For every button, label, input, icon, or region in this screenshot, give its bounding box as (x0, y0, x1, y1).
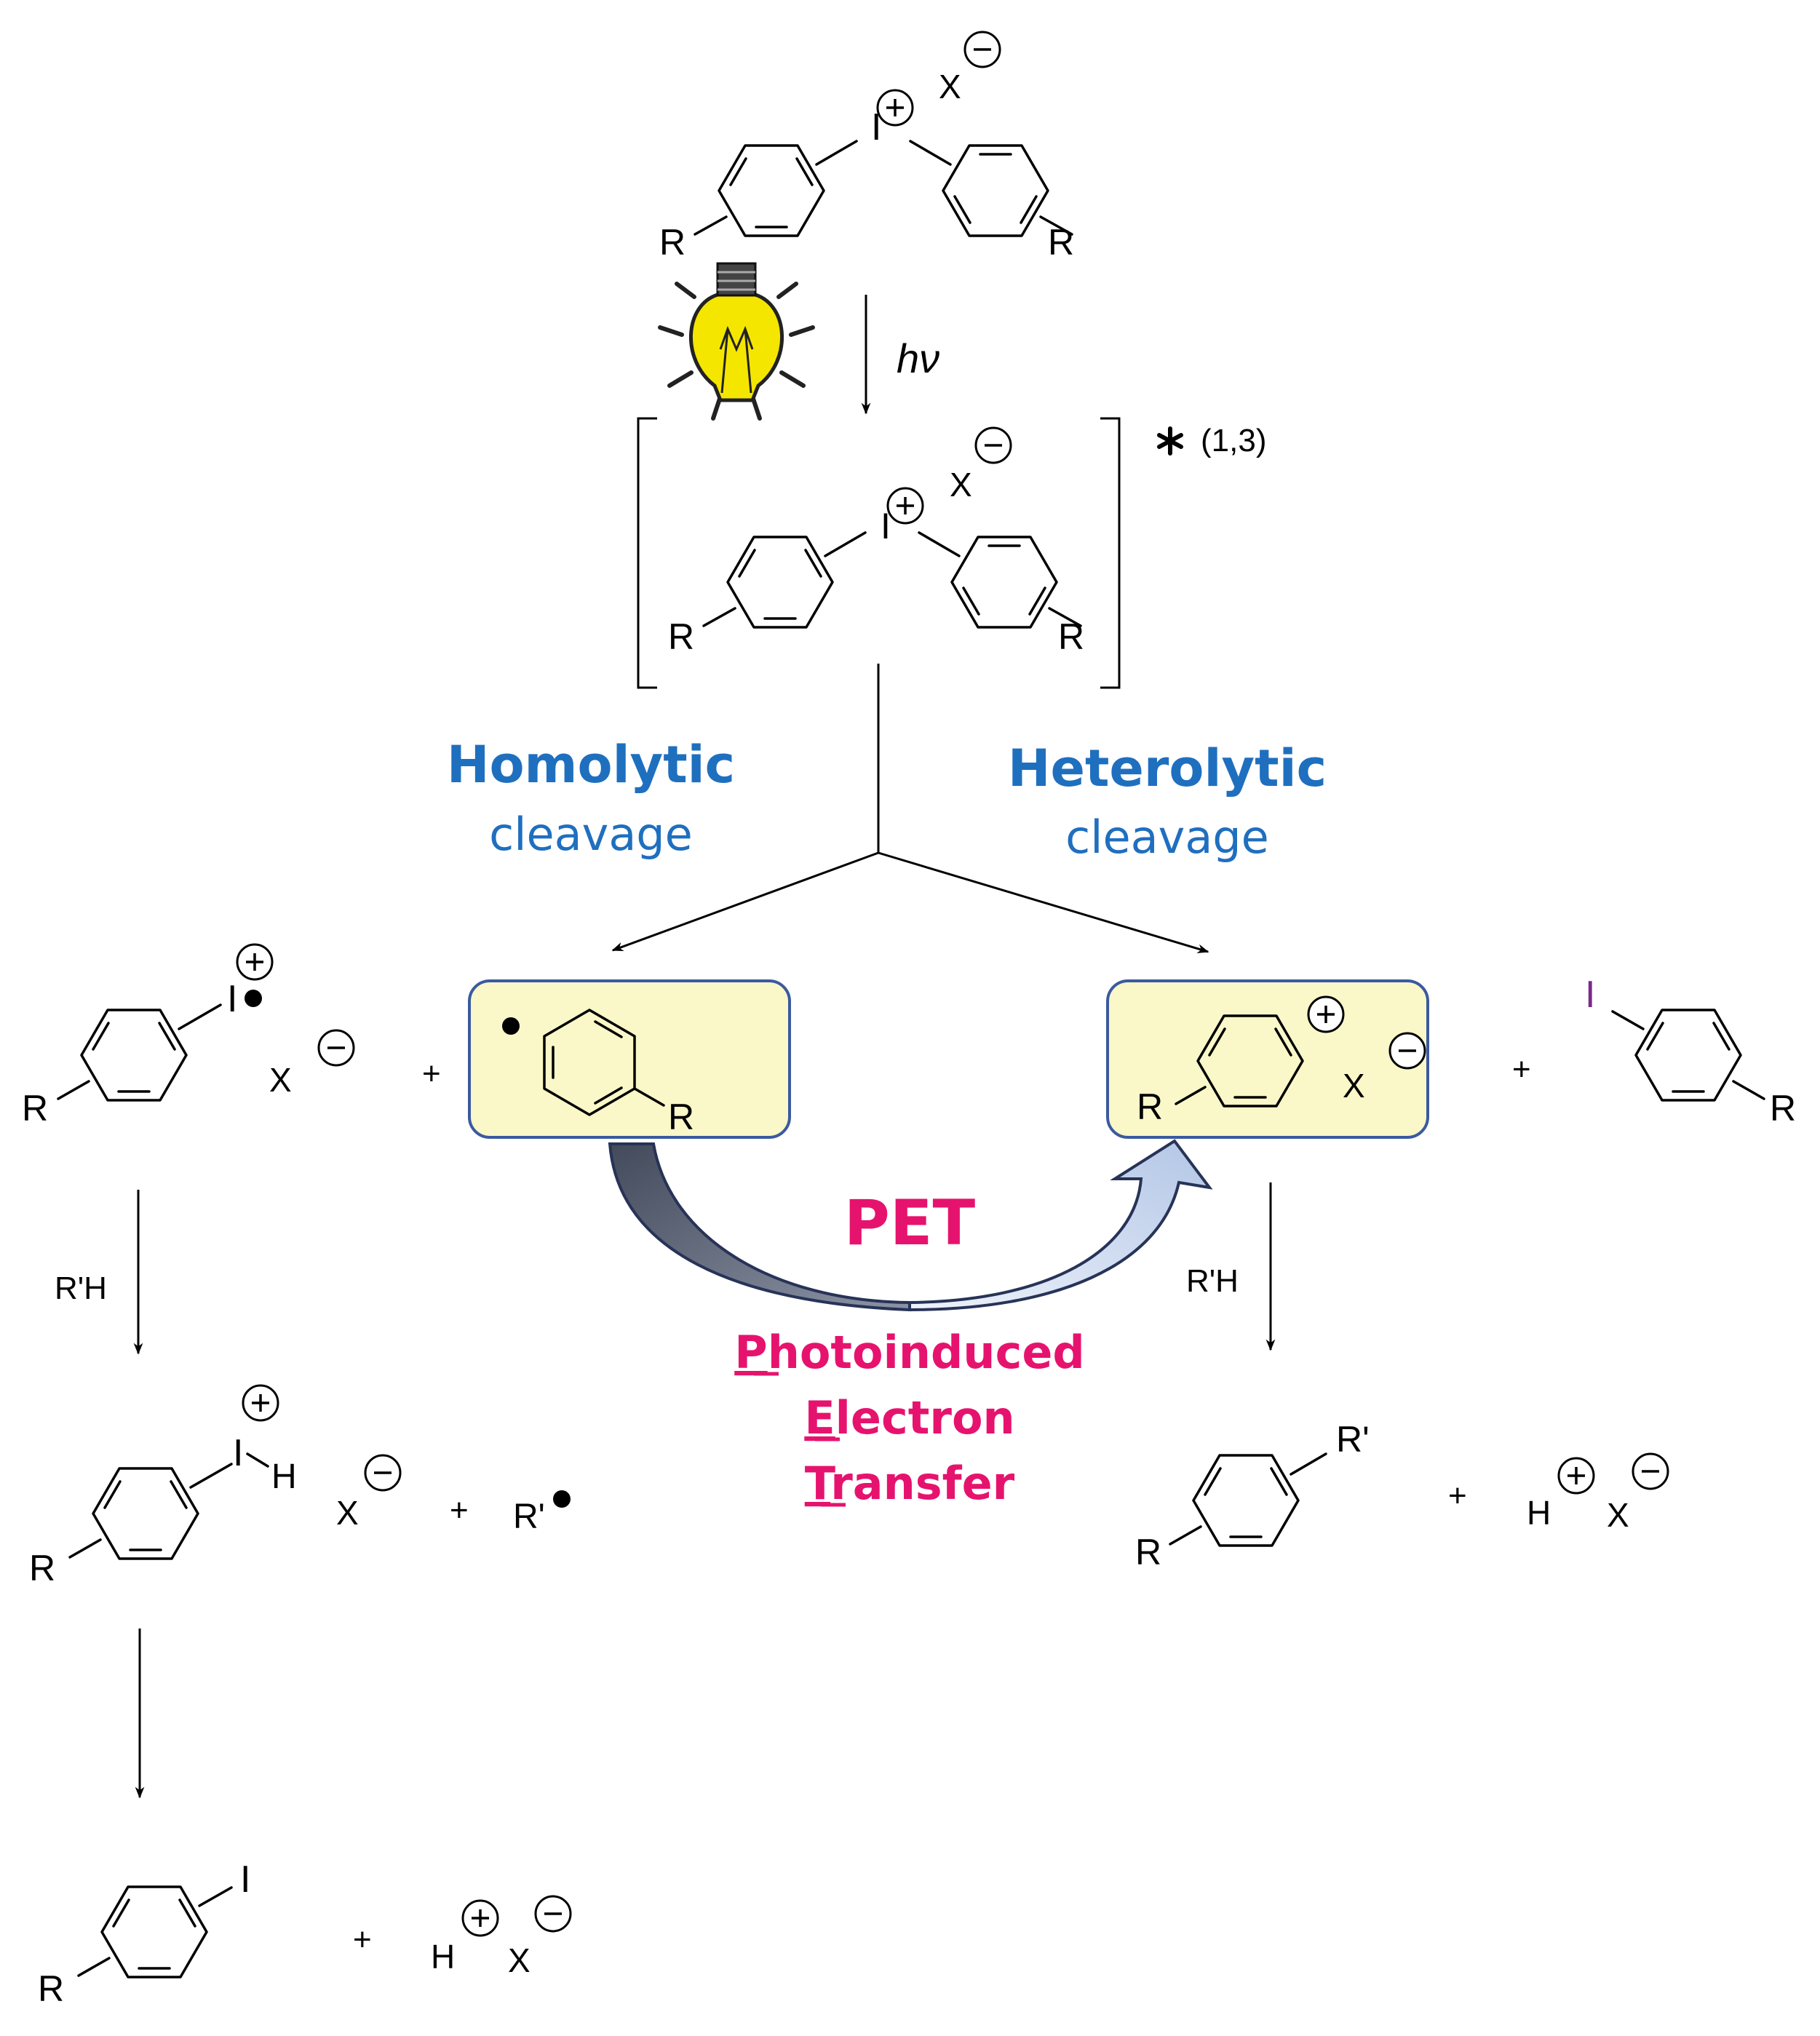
positive-charge-icon (461, 1899, 499, 1937)
radical-dot-icon (553, 1490, 571, 1508)
excited-state: I X R R (1,3) (637, 417, 1266, 689)
iodine-label: I (1585, 974, 1595, 1016)
light-bulb-icon (658, 262, 815, 421)
substituent-label: R (668, 1097, 694, 1137)
plus-sign: + (353, 1922, 372, 1957)
iodoarene: I R (1585, 974, 1796, 1129)
aryliodonium-hydride: I H X R (29, 1384, 402, 1588)
negative-charge-icon (317, 1029, 355, 1067)
substituent-label: R (29, 1548, 55, 1588)
negative-charge-icon (364, 1454, 402, 1492)
counterion-label: X (950, 466, 972, 504)
substituent-label: R (1770, 1088, 1796, 1129)
r-prime-label: R' (1336, 1419, 1370, 1460)
positive-charge-icon (236, 943, 274, 981)
reagent-label: R'H (1186, 1263, 1239, 1299)
pet-word-rest: hotoinduced (768, 1326, 1085, 1379)
counterion-label: X (1343, 1067, 1365, 1105)
substituent-label: R (38, 1968, 64, 2009)
iodine-label: I (233, 1432, 243, 1474)
pet-initial-p: P (734, 1326, 767, 1379)
hv-label: hν (897, 335, 939, 381)
positive-charge-icon (886, 487, 924, 525)
negative-charge-icon (534, 1895, 572, 1933)
positive-charge-icon (242, 1384, 279, 1422)
proton-label: H (431, 1938, 455, 1976)
counterion-label: X (1607, 1496, 1629, 1534)
pet-word-rest: ransfer (830, 1457, 1014, 1510)
acid-hx: H X (1527, 1452, 1669, 1534)
substituent-label: R (1137, 1086, 1163, 1127)
heterolytic-subtitle: cleavage (1065, 811, 1269, 864)
positive-charge-icon (876, 89, 914, 127)
svg-text:Electron: Electron (804, 1391, 1014, 1444)
counterion-label: X (508, 1941, 530, 1979)
diaryliodonium-salt: I X R R (659, 31, 1074, 263)
substituent-label: R (22, 1088, 48, 1129)
counterion-label: X (939, 68, 961, 106)
pet-initial-e: E (804, 1391, 835, 1444)
heterolytic-arrow (878, 851, 1209, 953)
substituted-arene-product: R' R (1135, 1419, 1370, 1572)
iodine-label: I (881, 506, 891, 546)
aryliodine-radical-cation: I X R (22, 943, 355, 1129)
plus-sign: + (1448, 1478, 1467, 1514)
homolytic-arrow (611, 851, 879, 952)
substituent-label: R (1048, 222, 1074, 263)
spin-multiplicity-label: (1,3) (1201, 423, 1266, 458)
proton-label: H (1527, 1494, 1551, 1532)
plus-sign: + (450, 1492, 469, 1528)
svg-text:Transfer: Transfer (805, 1457, 1015, 1510)
pet-initial-t: T (805, 1457, 835, 1510)
left-bracket (637, 417, 657, 689)
iodine-label: I (227, 978, 237, 1020)
aryl-cation-box: R X (1106, 979, 1429, 1139)
plus-sign: + (1512, 1051, 1531, 1087)
pet-arrow (608, 1139, 1213, 1312)
right-bracket (1100, 417, 1121, 689)
hydrogen-label: H (271, 1458, 297, 1496)
substituent-label: R (659, 222, 686, 263)
negative-charge-icon (1632, 1452, 1669, 1490)
homolytic-title: Homolytic (447, 735, 735, 795)
iodoarene-product: I R (38, 1858, 250, 2009)
substituent-label: R (1135, 1532, 1161, 1572)
positive-charge-icon (1557, 1457, 1595, 1495)
pet-word-rest: lectron (835, 1391, 1015, 1444)
radical-dot-icon (245, 990, 262, 1007)
iodine-label: I (240, 1858, 250, 1901)
pet-expansion: Photoinduced Electron Transfer (734, 1326, 1085, 1510)
homolytic-subtitle: cleavage (489, 808, 693, 861)
radical-dot-icon (502, 1017, 520, 1035)
svg-text:Photoinduced: Photoinduced (734, 1326, 1085, 1379)
substituent-label: R (668, 616, 694, 657)
acid-hx: H X (431, 1895, 572, 1979)
counterion-label: X (269, 1061, 292, 1099)
negative-charge-icon (1388, 1032, 1426, 1070)
negative-charge-icon (974, 426, 1012, 464)
positive-charge-icon (1307, 995, 1345, 1033)
aryl-radical-box: R (468, 979, 791, 1139)
heterolytic-title: Heterolytic (1008, 739, 1327, 798)
negative-charge-icon (963, 31, 1001, 68)
substituent-label: R (1058, 616, 1084, 657)
reagent-label: R'H (55, 1270, 107, 1306)
asterisk-icon (1157, 426, 1183, 456)
pet-title: PET (844, 1187, 976, 1260)
counterion-label: X (336, 1494, 359, 1532)
plus-sign: + (422, 1056, 441, 1091)
r-prime-radical-label: R' (513, 1498, 545, 1536)
